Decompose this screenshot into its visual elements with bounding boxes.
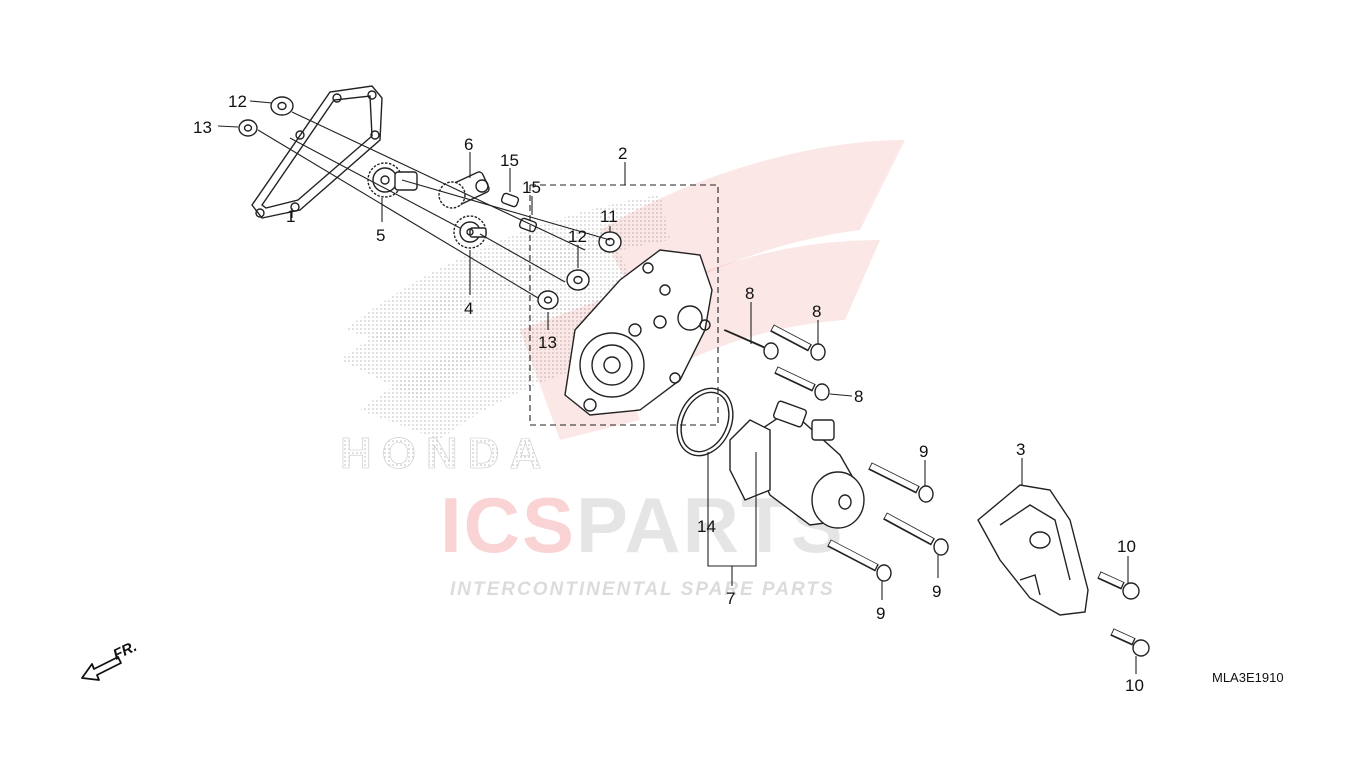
front-arrow-icon bbox=[81, 656, 122, 681]
part-bolt-10b bbox=[1110, 628, 1150, 657]
part-bolt-9a bbox=[868, 462, 934, 503]
part-washer-mid-12 bbox=[566, 269, 590, 291]
callout-11: 11 bbox=[600, 207, 618, 226]
callout-8a: 8 bbox=[745, 284, 754, 303]
watermark-honda-text: HONDA bbox=[340, 429, 551, 478]
part-cover-3 bbox=[977, 484, 1089, 616]
part-bolt-9c bbox=[827, 539, 892, 582]
callout-15a: 15 bbox=[500, 151, 519, 170]
part-bolt-8c bbox=[774, 366, 830, 401]
part-gear-5 bbox=[367, 162, 418, 198]
watermark-brand-ics: ICS bbox=[440, 481, 576, 569]
callout-10b: 10 bbox=[1125, 676, 1144, 695]
callout-13b: 13 bbox=[538, 333, 557, 352]
callout-12a: 12 bbox=[228, 92, 247, 111]
diagram-code: MLA3E1910 bbox=[1212, 670, 1284, 685]
callout-8b: 8 bbox=[812, 302, 821, 321]
part-gear-4 bbox=[453, 215, 487, 249]
callout-9b: 9 bbox=[932, 582, 941, 601]
part-washer-11 bbox=[598, 231, 622, 253]
front-label: FR. bbox=[111, 638, 140, 664]
callout-5: 5 bbox=[376, 226, 385, 245]
callout-9a: 9 bbox=[919, 442, 928, 461]
part-motor-7 bbox=[729, 400, 865, 529]
part-bolt-10a bbox=[1097, 571, 1140, 600]
part-washer-top-12 bbox=[270, 96, 294, 116]
callout-9c: 9 bbox=[876, 604, 885, 623]
part-washer-top-13 bbox=[238, 119, 258, 137]
callout-7: 7 bbox=[726, 589, 735, 608]
part-dowel-pin-15a bbox=[500, 192, 520, 208]
part-bolt-8b bbox=[770, 324, 826, 361]
front-direction-indicator: FR. bbox=[81, 638, 140, 681]
callout-6: 6 bbox=[464, 135, 473, 154]
assembly-axis-lines bbox=[257, 111, 611, 299]
part-bolt-9b bbox=[883, 512, 949, 556]
callout-8c: 8 bbox=[854, 387, 863, 406]
part-bolt-8a bbox=[723, 329, 779, 360]
callout-2: 2 bbox=[618, 144, 627, 163]
callout-12b: 12 bbox=[568, 227, 587, 246]
part-o-ring bbox=[676, 387, 734, 457]
callout-1: 1 bbox=[286, 207, 295, 226]
part-washer-mid-13 bbox=[537, 290, 559, 310]
watermark-brand-main: ICSPARTS bbox=[440, 481, 845, 569]
watermark-tagline: INTERCONTINENTAL SPARE PARTS bbox=[450, 579, 835, 600]
callout-15b: 15 bbox=[522, 178, 541, 197]
callout-13a: 13 bbox=[193, 118, 212, 137]
leader-lines bbox=[217, 100, 1137, 674]
callout-14: 14 bbox=[697, 517, 716, 536]
part-housing-2 bbox=[529, 184, 719, 426]
callout-numbers: 1 2 3 4 5 6 7 8 8 8 9 9 9 10 10 11 12 12… bbox=[193, 92, 1144, 695]
part-gasket bbox=[251, 85, 383, 219]
part-gear-6 bbox=[438, 171, 490, 209]
callout-4: 4 bbox=[464, 299, 473, 318]
callout-10a: 10 bbox=[1117, 537, 1136, 556]
callout-3: 3 bbox=[1016, 440, 1025, 459]
